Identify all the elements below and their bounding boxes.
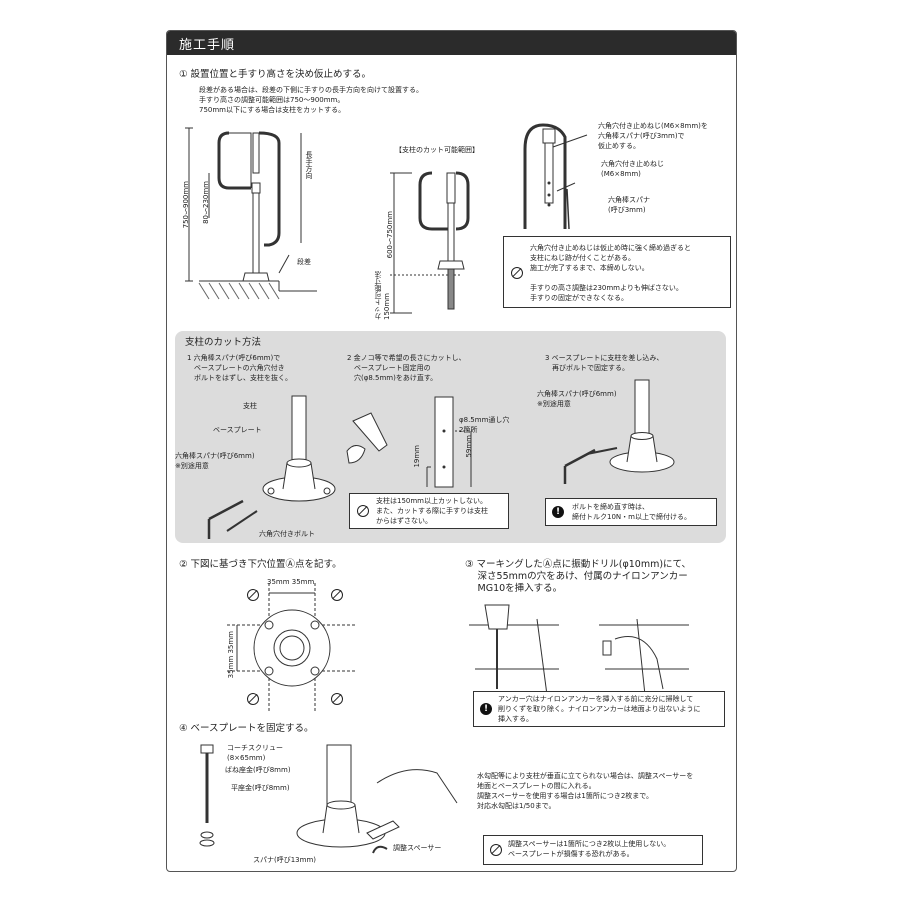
exclamation-icon: ! <box>480 703 492 715</box>
drill-layout-diagram <box>227 583 357 713</box>
label-hex-wrench-6-b: 六角棒スパナ(呼び6mm) ※別途用意 <box>537 390 617 408</box>
exclamation-icon: ! <box>552 506 564 518</box>
callout-hex-key: 六角棒スパナ (呼び3mm) <box>608 196 650 214</box>
section-title: 施工手順 <box>179 38 236 53</box>
label-spring-washer: ばね座金(呼び8mm) <box>225 766 291 774</box>
section-header: 施工手順 <box>167 31 736 55</box>
step3-heading: ③ マーキングしたⒶ点に振動ドリル(φ10mm)にて、 深さ55mmの穴をあけ、… <box>465 559 692 594</box>
label-flat-washer: 平座金(呼び8mm) <box>231 784 290 792</box>
label-long-direction: 長手方向 <box>305 151 313 179</box>
cut-method-title: 支柱のカット方法 <box>185 337 262 348</box>
label-cut-length: カット可能寸法 150mm <box>374 271 391 320</box>
label-step: 段差 <box>297 258 311 266</box>
step1-heading: ① 設置位置と手すり高さを決め仮止めする。 <box>179 69 372 80</box>
label-600-750: 600～750mm <box>386 211 394 259</box>
label-post: 支柱 <box>243 402 257 410</box>
label-59mm: 59mm <box>465 435 473 458</box>
cut-step2-text: 2 金ノコ等で希望の長さにカットし、 ベースプレート固定用の 穴(φ8.5mm)… <box>347 354 466 382</box>
cut-range-diagram <box>372 163 492 323</box>
point-a-marker <box>247 589 259 601</box>
fastener-stack-diagram <box>197 743 257 863</box>
warning-cut-box: 支柱は150mm以上カットしない。 また、カットする際に手すりは支柱 からはずさ… <box>349 493 509 529</box>
saw-cut-diagram <box>343 391 483 491</box>
dim-top-label: 35mm 35mm <box>267 578 315 586</box>
step4-note: 水勾配等により支柱が垂直に立てられない場合は、調整スペーサーを 地面とベースプレ… <box>477 772 694 810</box>
warning-spacer-box: 調整スペーサーは1箇所につき2枚以上使用しない。 ベースプレートが損傷する恐れが… <box>483 835 703 865</box>
warning-torque-text: ボルトを締め直す時は、 締付トルク10N・m以上で締付ける。 <box>572 503 691 521</box>
step1-notes: 段差がある場合は、段差の下側に手すりの長手方向を向けて設置する。 手すり高さの調… <box>199 86 423 114</box>
label-hex-wrench-6: 六角棒スパナ(呼び6mm) ※別途用意 <box>175 452 255 470</box>
warning-cut-text: 支柱は150mm以上カットしない。 また、カットする際に手すりは支柱 からはずさ… <box>376 497 488 525</box>
base-plate-fix-diagram <box>297 743 467 863</box>
warning-anchor-text: アンカー穴はナイロンアンカーを挿入する前に充分に掃除して 削りくずを取り除く。ナ… <box>498 695 701 723</box>
point-a-marker <box>331 693 343 705</box>
label-through-hole: φ8.5mm通し穴 2箇所 <box>459 416 510 434</box>
handrail-side-diagram <box>179 123 319 323</box>
dim-left-label: 35mm 35mm <box>227 631 235 679</box>
reinsert-post-diagram <box>547 376 687 486</box>
point-a-marker <box>331 589 343 601</box>
warning-setscrew-box: 六角穴付き止めねじは仮止め時に強く締め過ぎると 支柱にねじ跡が付くことがある。 … <box>503 236 731 308</box>
warning-anchor-box: ! アンカー穴はナイロンアンカーを挿入する前に充分に掃除して 削りくずを取り除く… <box>473 691 725 727</box>
warning-setscrew-text: 六角穴付き止めねじは仮止め時に強く締め過ぎると 支柱にねじ跡が付くことがある。 … <box>530 244 691 302</box>
label-coach-screw: コーチスクリュー (8×65mm) <box>227 744 283 762</box>
instruction-sheet: 施工手順 ① 設置位置と手すり高さを決め仮止めする。 段差がある場合は、段差の下… <box>166 30 737 872</box>
label-base-plate: ベースプレート <box>213 426 262 434</box>
label-spanner: スパナ(呼び13mm) <box>253 856 317 864</box>
cut-range-title: 【支柱のカット可能範囲】 <box>395 146 479 154</box>
prohibit-icon <box>490 844 502 856</box>
warning-torque-box: ! ボルトを締め直す時は、 締付トルク10N・m以上で締付ける。 <box>545 498 717 526</box>
step4-heading: ④ ベースプレートを固定する。 <box>179 723 314 734</box>
point-a-marker <box>247 693 259 705</box>
callout-setscrew: 六角穴付き止めねじ (M6×8mm) <box>601 160 664 178</box>
step2-heading: ② 下図に基づき下穴位置Ⓐ点を記す。 <box>179 559 342 570</box>
cut-step1-text: 1 六角棒スパナ(呼び6mm)で ベースプレートの六角穴付き ボルトをはずし、支… <box>187 354 292 382</box>
prohibit-icon <box>357 505 369 517</box>
callout-setscrew-tighten: 六角穴付き止めねじ(M6×8mm)を 六角棒スパナ(呼び3mm)で 仮止めする。 <box>598 122 708 150</box>
remove-post-diagram <box>207 391 337 541</box>
setscrew-closeup-diagram <box>507 119 597 231</box>
label-height: 750～900mm <box>182 181 190 229</box>
label-19mm: 19mm <box>413 445 421 468</box>
cut-step3-text: 3 ベースプレートに支柱を差し込み、 再びボルトで固定する。 <box>545 354 664 372</box>
label-adjust: 80～230mm <box>202 181 210 224</box>
prohibit-icon <box>511 267 523 279</box>
label-spacer: 調整スペーサー <box>393 844 442 852</box>
label-hex-bolt: 六角穴付きボルト <box>259 530 315 538</box>
warning-spacer-text: 調整スペーサーは1箇所につき2枚以上使用しない。 ベースプレートが損傷する恐れが… <box>508 840 671 858</box>
drill-anchor-diagram <box>467 599 737 699</box>
